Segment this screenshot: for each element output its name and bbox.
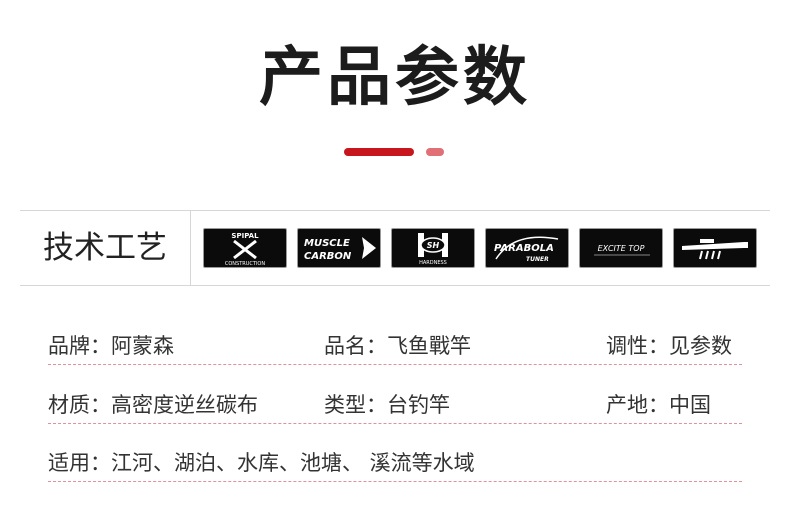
spec-label: 适用： — [48, 451, 111, 475]
badge-carbon-text: CARBON — [304, 251, 352, 262]
spec-divider — [48, 423, 742, 424]
badge-excite-top: EXCITE TOP — [579, 228, 663, 268]
spec-label: 品名： — [324, 334, 387, 358]
spec-value: 阿蒙森 — [111, 334, 174, 358]
badge-excite-top-text: EXCITE TOP — [598, 244, 645, 253]
spec-action: 调性：见参数 — [606, 331, 732, 361]
spec-label: 调性： — [606, 334, 669, 358]
spec-value: 台钓竿 — [387, 393, 450, 417]
excite-top-icon: EXCITE TOP — [594, 244, 650, 256]
parabola-tuner-icon: PARABOLA TUNER — [494, 236, 559, 263]
spec-origin: 产地：中国 — [606, 390, 711, 420]
badge-sh-text: SH — [427, 241, 440, 250]
spec-value: 江河、湖泊、水库、池塘、 溪流等水域 — [111, 451, 475, 475]
spec-brand: 品牌：阿蒙森 — [48, 331, 174, 361]
spec-product-name: 品名：飞鱼戰竿 — [324, 331, 471, 361]
badge-muscle-text: MUSCLE — [304, 238, 350, 249]
spec-value: 飞鱼戰竿 — [387, 334, 471, 358]
spec-value: 见参数 — [669, 334, 732, 358]
badge-spipal: SPIPAL CONSTRUCTION — [203, 228, 287, 268]
badge-parabola-tuner: PARABOLA TUNER — [485, 228, 569, 268]
badge-rod-tip — [673, 228, 757, 268]
spec-label: 产地： — [606, 393, 669, 417]
spec-value: 高密度逆丝碳布 — [111, 393, 258, 417]
tech-label: 技术工艺 — [20, 211, 191, 285]
rod-tip-icon — [682, 239, 748, 260]
badge-hardness-text: HARDNESS — [419, 260, 447, 266]
page-title: 产品参数 — [259, 41, 531, 115]
badge-parabola-text: PARABOLA — [494, 243, 554, 254]
badge-spipal-bottom-text: CONSTRUCTION — [225, 261, 265, 267]
spec-label: 材质： — [48, 393, 111, 417]
title-accent-bar — [344, 148, 414, 156]
badge-spipal-top-text: SPIPAL — [231, 232, 259, 240]
badge-muscle-carbon: MUSCLE CARBON — [297, 228, 381, 268]
spec-usage: 适用：江河、湖泊、水库、池塘、 溪流等水域 — [48, 448, 475, 478]
spec-label: 类型： — [324, 393, 387, 417]
spec-divider — [48, 481, 742, 482]
spec-material: 材质：高密度逆丝碳布 — [48, 390, 258, 420]
muscle-carbon-icon: MUSCLE CARBON — [304, 237, 376, 262]
sh-hardness-icon: SH HARDNESS — [418, 233, 448, 266]
badge-sh-hardness: SH HARDNESS — [391, 228, 475, 268]
title-accent-dot — [426, 148, 444, 156]
spec-value: 中国 — [669, 393, 711, 417]
spec-divider — [48, 364, 742, 365]
badge-tuner-text: TUNER — [526, 256, 549, 263]
spipal-x-construction-icon: SPIPAL CONSTRUCTION — [225, 232, 265, 267]
tech-section: 技术工艺 SPIPAL CONSTRUCTION MUSCLE CARBON S — [20, 210, 770, 286]
spec-label: 品牌： — [48, 334, 111, 358]
spec-type: 类型：台钓竿 — [324, 390, 450, 420]
